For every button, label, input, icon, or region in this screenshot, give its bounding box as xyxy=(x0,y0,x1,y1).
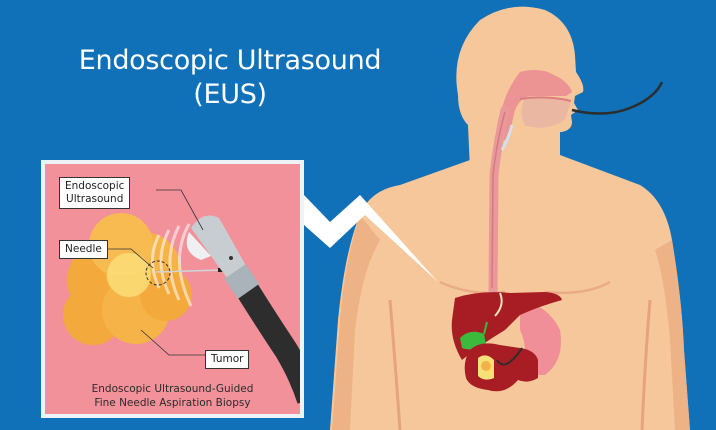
endoscope-tube xyxy=(571,81,664,115)
page-title: Endoscopic Ultrasound (EUS) xyxy=(60,44,400,112)
endoscope-head xyxy=(186,215,260,299)
scope-tube xyxy=(230,273,300,404)
needle xyxy=(155,269,222,273)
inset-panel: Endoscopic Ultrasound Needle Tumor Endos… xyxy=(41,160,304,418)
tumor xyxy=(63,213,192,345)
label-tumor: Tumor xyxy=(205,350,250,369)
label-endoscopic-ultrasound: Endoscopic Ultrasound xyxy=(59,177,131,209)
inset-art xyxy=(63,189,300,404)
ultrasound-waves xyxy=(151,223,193,307)
head-profile xyxy=(456,6,584,170)
title-line-1: Endoscopic Ultrasound xyxy=(78,45,382,76)
inset-caption: Endoscopic Ultrasound-Guided Fine Needle… xyxy=(91,383,254,409)
pancreas-scope xyxy=(496,347,523,366)
torso xyxy=(330,125,690,430)
title-line-2: (EUS) xyxy=(193,79,267,110)
label-needle: Needle xyxy=(59,240,108,259)
lightning-connector xyxy=(304,195,438,282)
duodenum xyxy=(464,343,538,392)
